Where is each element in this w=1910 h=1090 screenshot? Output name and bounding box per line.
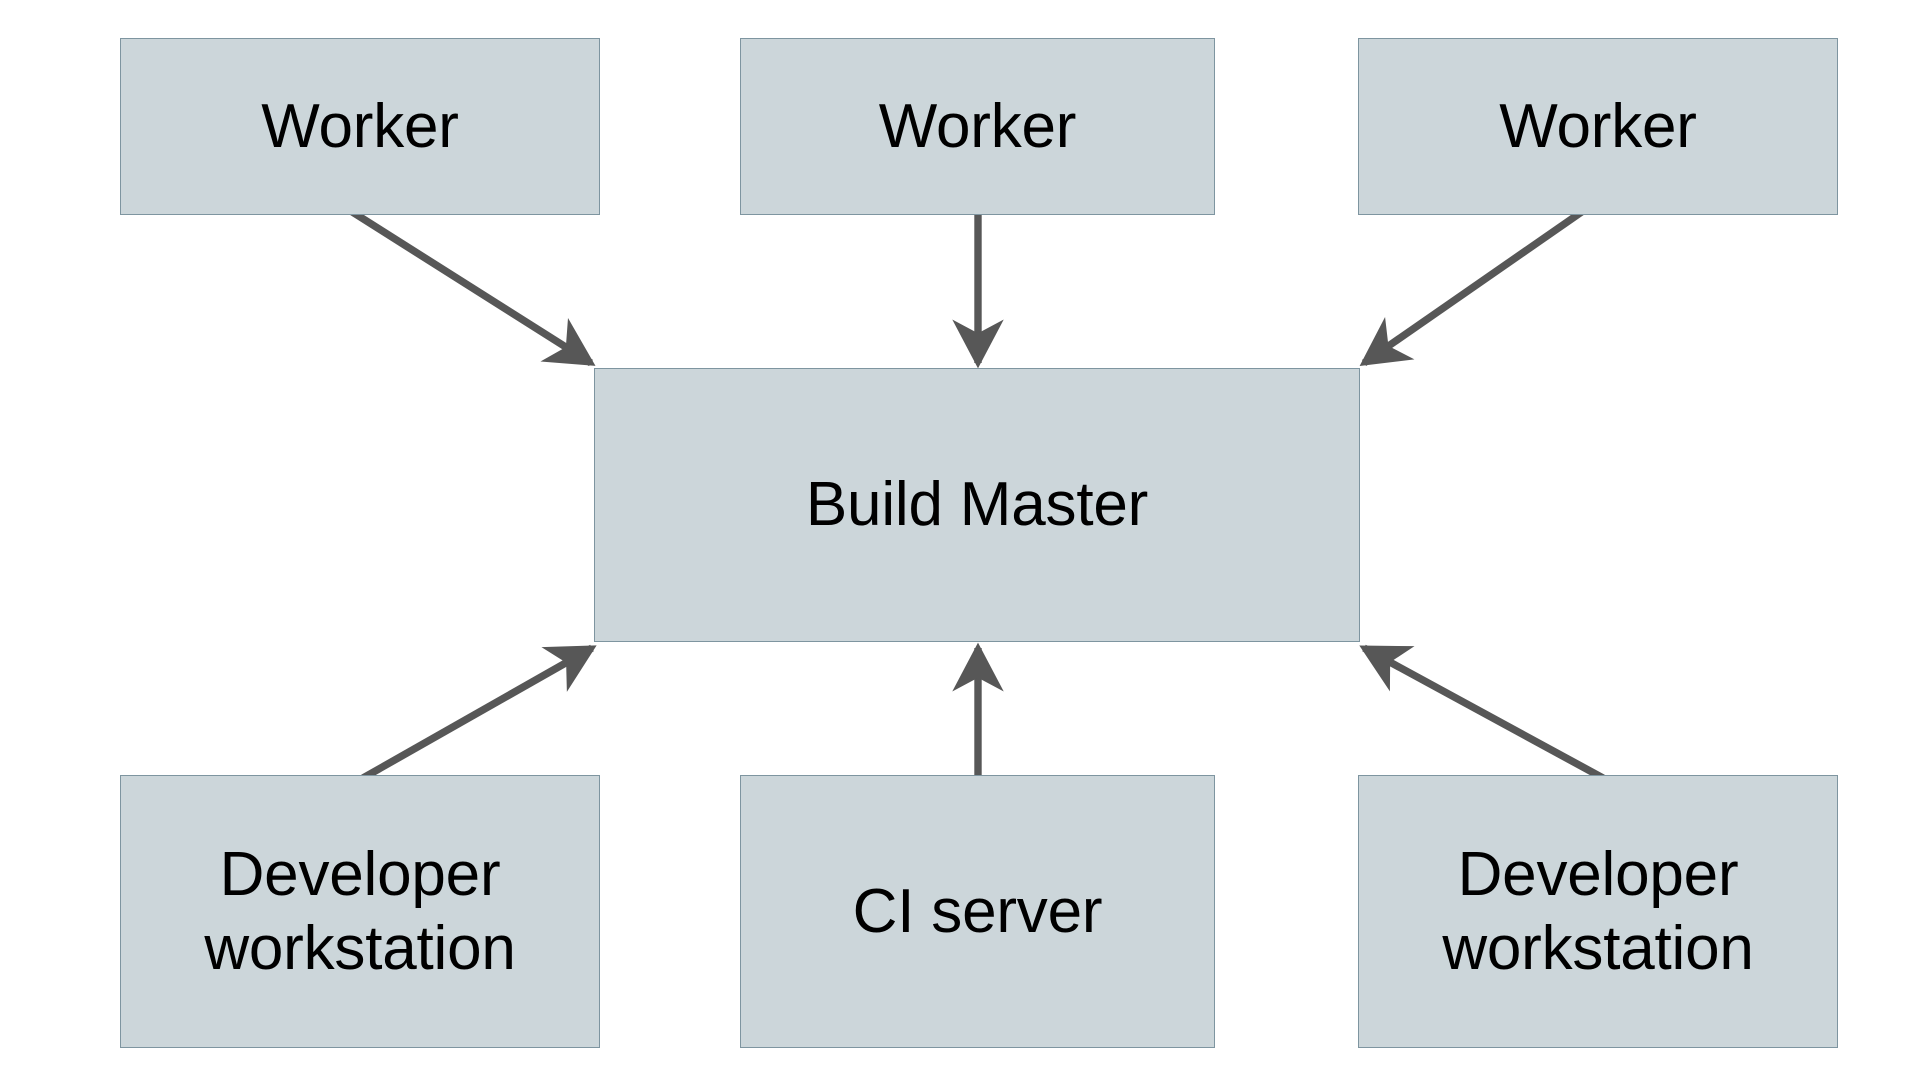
node-worker-top-left[interactable]: Worker	[120, 38, 600, 215]
node-label: CI server	[852, 876, 1103, 946]
node-label: Build Master	[805, 470, 1149, 540]
edge-dev-right-to-master	[1359, 644, 1605, 782]
node-build-master[interactable]: Build Master	[594, 368, 1360, 642]
node-dev-workstation-left[interactable]: Developer workstation	[120, 775, 600, 1048]
node-label: Developer workstation	[204, 840, 516, 983]
node-label: Worker	[1499, 91, 1697, 161]
node-worker-top-right[interactable]: Worker	[1358, 38, 1838, 215]
node-label: Worker	[261, 91, 459, 161]
node-label: Worker	[878, 91, 1077, 161]
node-worker-top-center[interactable]: Worker	[740, 38, 1215, 215]
node-label: Developer workstation	[1442, 840, 1754, 983]
edge-dev-left-to-master	[361, 644, 597, 782]
node-dev-workstation-right[interactable]: Developer workstation	[1358, 775, 1838, 1048]
node-ci-server[interactable]: CI server	[740, 775, 1215, 1048]
